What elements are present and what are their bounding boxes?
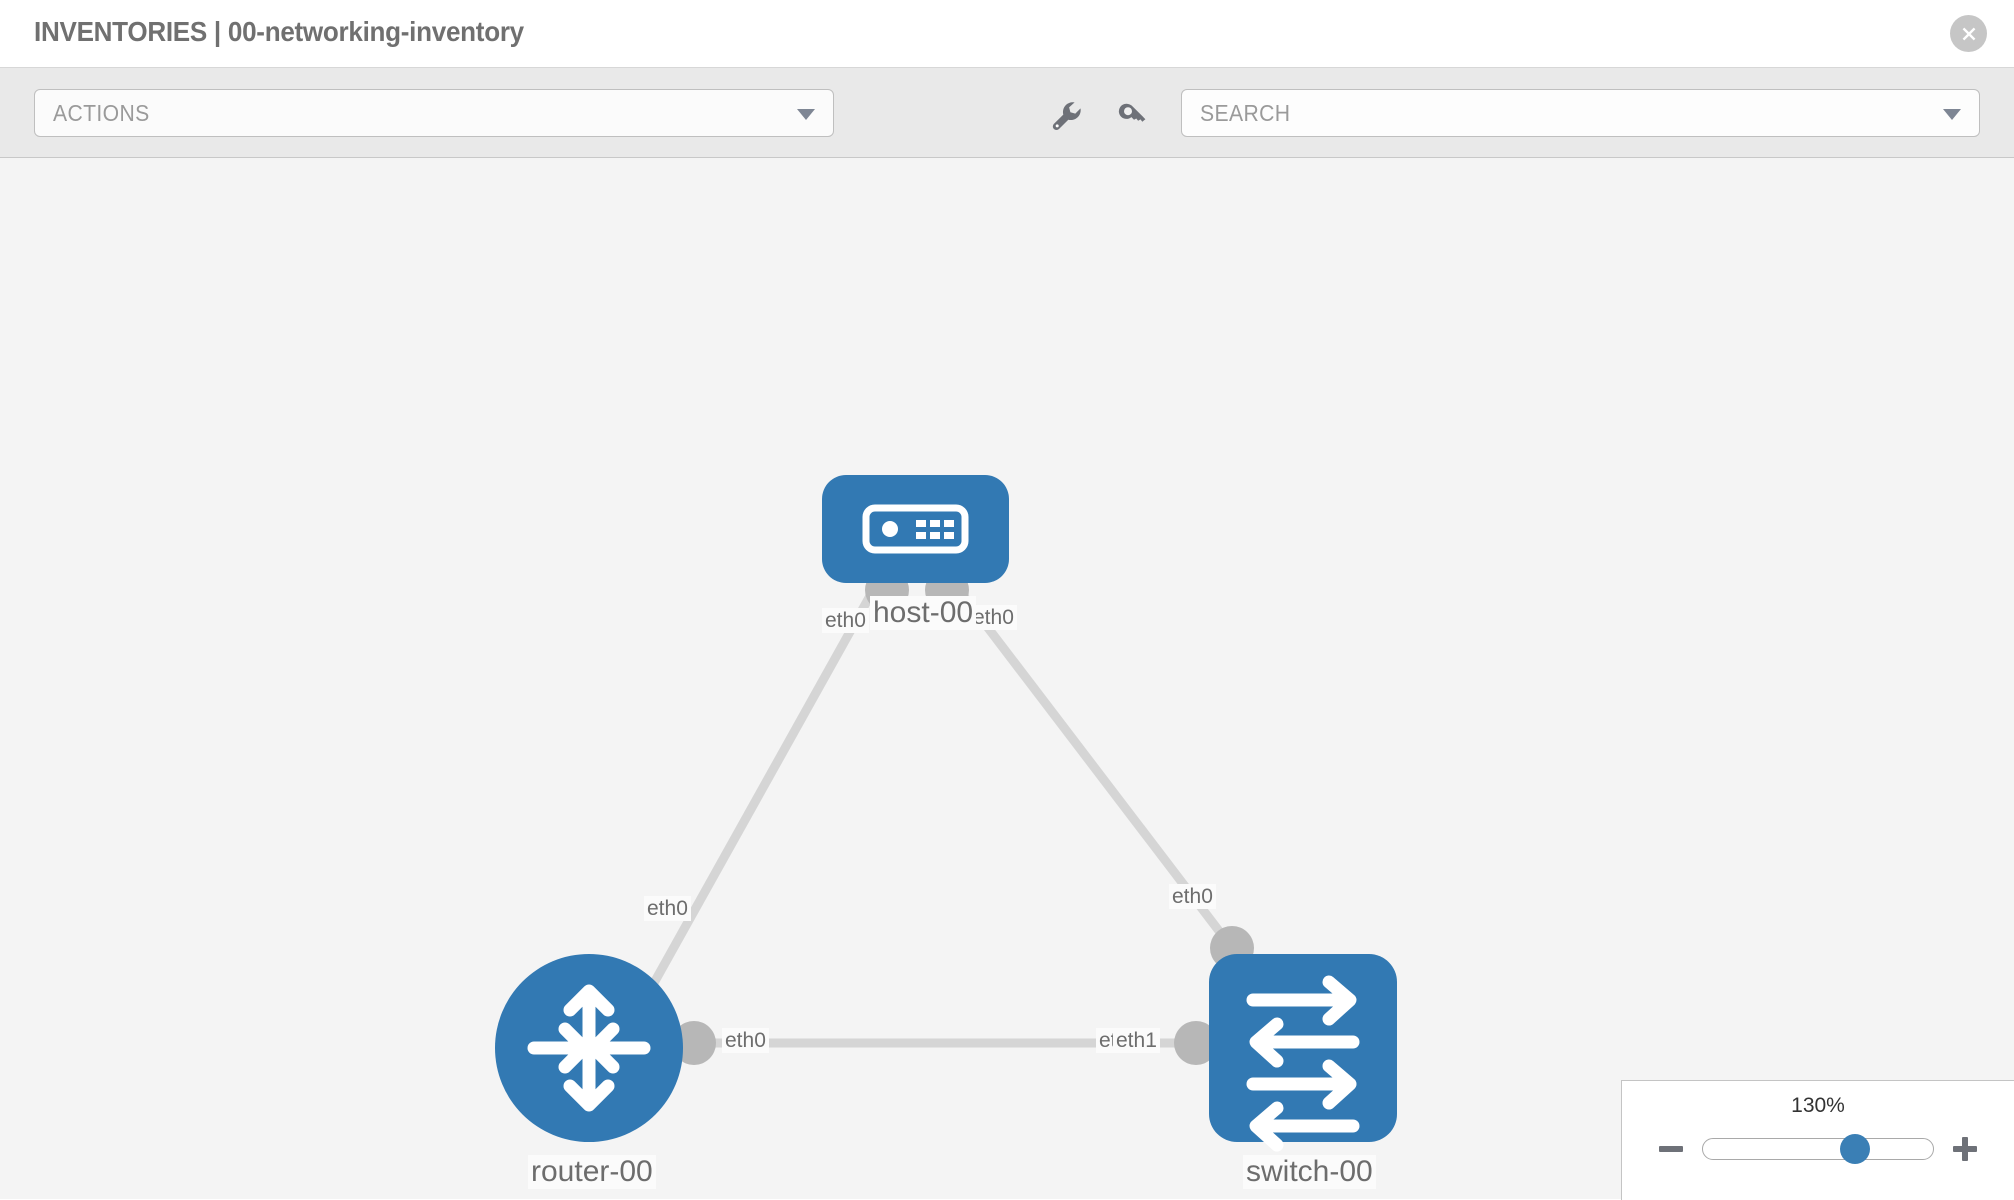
node-label-router-00: router-00: [528, 1155, 656, 1189]
chevron-down-icon: [1943, 109, 1961, 120]
node-label-switch-00: switch-00: [1243, 1155, 1376, 1189]
connector-router00-right: [672, 1021, 716, 1065]
zoom-control-panel: 130%: [1621, 1080, 2014, 1200]
search-placeholder: SEARCH: [1200, 99, 1291, 126]
zoom-slider-thumb[interactable]: [1839, 1134, 1870, 1164]
topology-canvas[interactable]: eth0 eth0 eth0 eth0 eth0 eth0 eth1 host-…: [0, 158, 2014, 1199]
close-icon: [1958, 23, 1980, 45]
port-label: eth0: [822, 608, 869, 633]
port-label: eth0: [1169, 884, 1216, 909]
node-switch-00[interactable]: [1209, 954, 1397, 1152]
zoom-out-button[interactable]: [1656, 1134, 1686, 1164]
port-label: eth1: [1113, 1028, 1160, 1053]
topology-graph: [495, 475, 1397, 1152]
zoom-percent-label: 130%: [1791, 1094, 1845, 1117]
port-label: eth0: [970, 605, 1017, 630]
actions-dropdown[interactable]: ACTIONS: [34, 89, 834, 137]
node-router-00[interactable]: [495, 954, 683, 1142]
chevron-down-icon: [797, 109, 815, 120]
zoom-in-button[interactable]: [1950, 1134, 1980, 1164]
port-label: eth0: [644, 896, 691, 921]
connector-switch00-left: [1174, 1021, 1218, 1065]
port-label: eth0: [722, 1028, 769, 1053]
node-host-00[interactable]: [822, 475, 1009, 583]
page-header: INVENTORIES | 00-networking-inventory: [0, 0, 2014, 68]
wrench-icon[interactable]: [1046, 96, 1084, 134]
connector-nubs: [672, 568, 1254, 1065]
close-button[interactable]: [1950, 15, 1987, 52]
actions-dropdown-label: ACTIONS: [53, 99, 150, 126]
key-icon[interactable]: [1114, 96, 1152, 134]
node-label-host-00: host-00: [870, 596, 977, 630]
link-host00-router00: [636, 575, 884, 1011]
toolbar: ACTIONS SEARCH: [0, 68, 2014, 158]
page-title: INVENTORIES | 00-networking-inventory: [34, 16, 524, 47]
zoom-slider[interactable]: [1702, 1134, 1934, 1164]
search-input[interactable]: SEARCH: [1181, 89, 1980, 137]
